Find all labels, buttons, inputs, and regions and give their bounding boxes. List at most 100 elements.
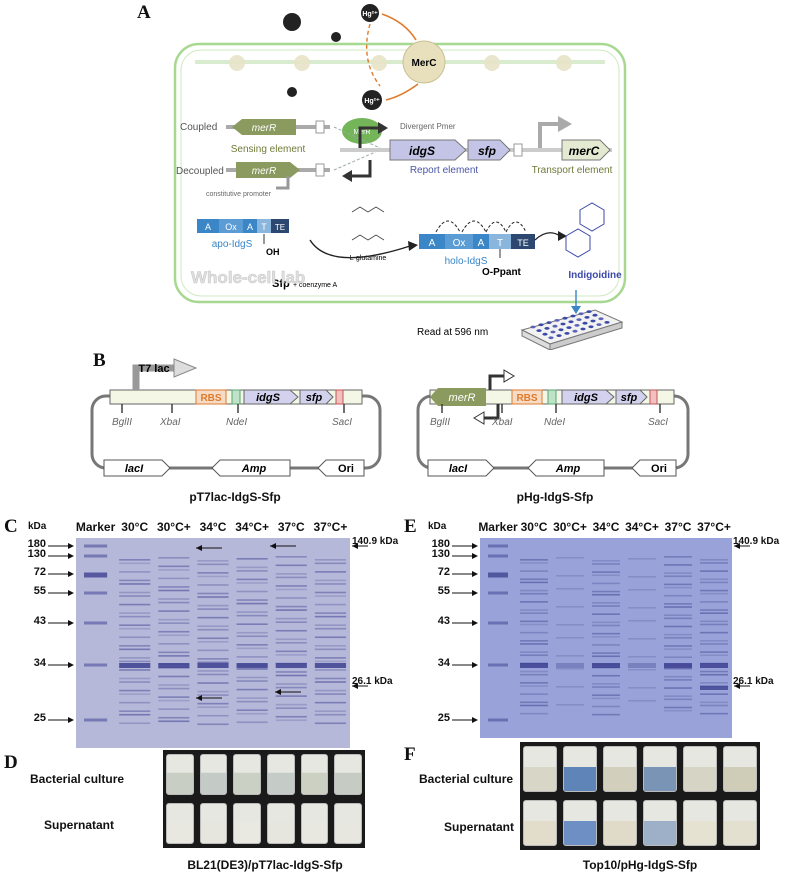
lane-band xyxy=(700,612,728,614)
microplate-well xyxy=(530,325,536,329)
svg-text:A: A xyxy=(478,238,485,249)
gel-background xyxy=(480,538,732,738)
lane-band xyxy=(700,670,728,673)
lane-band xyxy=(628,656,656,658)
panel-c-letter: C xyxy=(4,516,18,537)
lane-band xyxy=(158,565,190,568)
hg-sphere xyxy=(283,13,301,31)
lane-band xyxy=(520,562,548,564)
lane-band xyxy=(664,564,692,566)
merc-gene-label: merC xyxy=(569,144,600,158)
lane-band xyxy=(700,562,728,564)
lane-band xyxy=(236,688,268,691)
lane-band xyxy=(275,707,307,709)
microplate-well xyxy=(556,334,562,337)
lane-band xyxy=(119,579,151,582)
lane-band xyxy=(664,586,692,589)
marker-label: 130 xyxy=(27,548,46,560)
lane-band xyxy=(119,645,151,647)
svg-text:lacI: lacI xyxy=(449,463,468,475)
lane-band xyxy=(236,582,268,584)
apo-idgs-label: apo-IdgS xyxy=(212,239,253,250)
merr-gene-right xyxy=(430,388,486,406)
plasmid-right-name: pHg-IdgS-Sfp xyxy=(516,490,594,504)
lane-band xyxy=(314,627,346,630)
lane-band xyxy=(236,623,268,625)
lane-band xyxy=(236,709,268,711)
l-glutamine-structure xyxy=(351,206,385,241)
marker-label: 72 xyxy=(33,566,46,578)
lane-band xyxy=(119,722,151,725)
lane-band xyxy=(556,606,584,608)
lane-band xyxy=(197,563,229,566)
lane-band xyxy=(520,592,548,595)
rbs-box-right xyxy=(511,389,543,405)
lane-label: Marker xyxy=(75,520,116,534)
lane-band xyxy=(119,612,151,614)
svg-text:A: A xyxy=(429,238,436,249)
lane-band xyxy=(158,687,190,690)
lane-band xyxy=(314,648,346,651)
lane-band xyxy=(700,693,728,695)
lane-band xyxy=(556,686,584,688)
lane-band xyxy=(664,656,692,659)
lane-band xyxy=(664,617,692,620)
panel-d-letter: D xyxy=(4,752,18,773)
lane-band xyxy=(664,594,692,597)
hg-ion-label-inner: Hg²⁺ xyxy=(364,98,380,105)
lane-band xyxy=(556,575,584,577)
lane-label: 30°C xyxy=(520,520,548,534)
lane-band xyxy=(119,603,151,606)
membrane-vesicles xyxy=(229,55,572,71)
marker-label: 34 xyxy=(437,657,450,669)
marker-band xyxy=(84,718,108,722)
microplate-well xyxy=(584,316,590,319)
marker-label: 55 xyxy=(33,585,46,597)
lane-band xyxy=(314,722,346,725)
lane-band xyxy=(700,643,728,645)
lane-band xyxy=(275,695,307,697)
lane-band xyxy=(592,590,620,593)
lane-band xyxy=(314,579,346,582)
lane-band xyxy=(700,559,728,561)
lane-band xyxy=(314,677,346,680)
lane-band xyxy=(520,682,548,684)
lane-band xyxy=(197,628,229,631)
lane-band xyxy=(520,631,548,634)
lane-band xyxy=(119,677,151,680)
lane-band xyxy=(700,651,728,653)
lane-band xyxy=(700,623,728,626)
lane-band-strong xyxy=(314,663,346,668)
lane-band xyxy=(119,701,151,704)
lane-band xyxy=(197,670,229,672)
lane-band xyxy=(197,694,229,696)
lane-band xyxy=(520,654,548,657)
lane-band xyxy=(520,570,548,572)
lane-band xyxy=(664,687,692,689)
idgs-gene-a xyxy=(389,139,467,161)
svg-text:sfp: sfp xyxy=(621,392,638,404)
divergent-promoter-label: Divergent Pmer xyxy=(400,122,456,131)
lane-band xyxy=(119,624,151,626)
marker-band xyxy=(488,544,508,548)
lane-band xyxy=(592,574,620,577)
svg-text:T: T xyxy=(261,222,267,232)
lane-band xyxy=(664,695,692,697)
lane-band xyxy=(275,609,307,611)
lane-label: 30°C xyxy=(121,520,149,534)
lane-band xyxy=(236,676,268,679)
svg-text:merR: merR xyxy=(449,392,476,404)
svg-text:sfp: sfp xyxy=(306,392,323,404)
lane-band xyxy=(520,670,548,673)
lane-label: 37°C xyxy=(664,520,692,534)
lane-band xyxy=(664,645,692,647)
cell-membrane-outer xyxy=(173,42,627,304)
lane-band xyxy=(664,583,692,586)
lane-band xyxy=(197,682,229,684)
lane-band xyxy=(556,655,584,657)
lane-band xyxy=(628,669,656,671)
marker-label: 25 xyxy=(33,712,46,724)
lane-band xyxy=(119,657,151,659)
lane-band xyxy=(119,669,151,671)
lane-band xyxy=(314,571,346,573)
